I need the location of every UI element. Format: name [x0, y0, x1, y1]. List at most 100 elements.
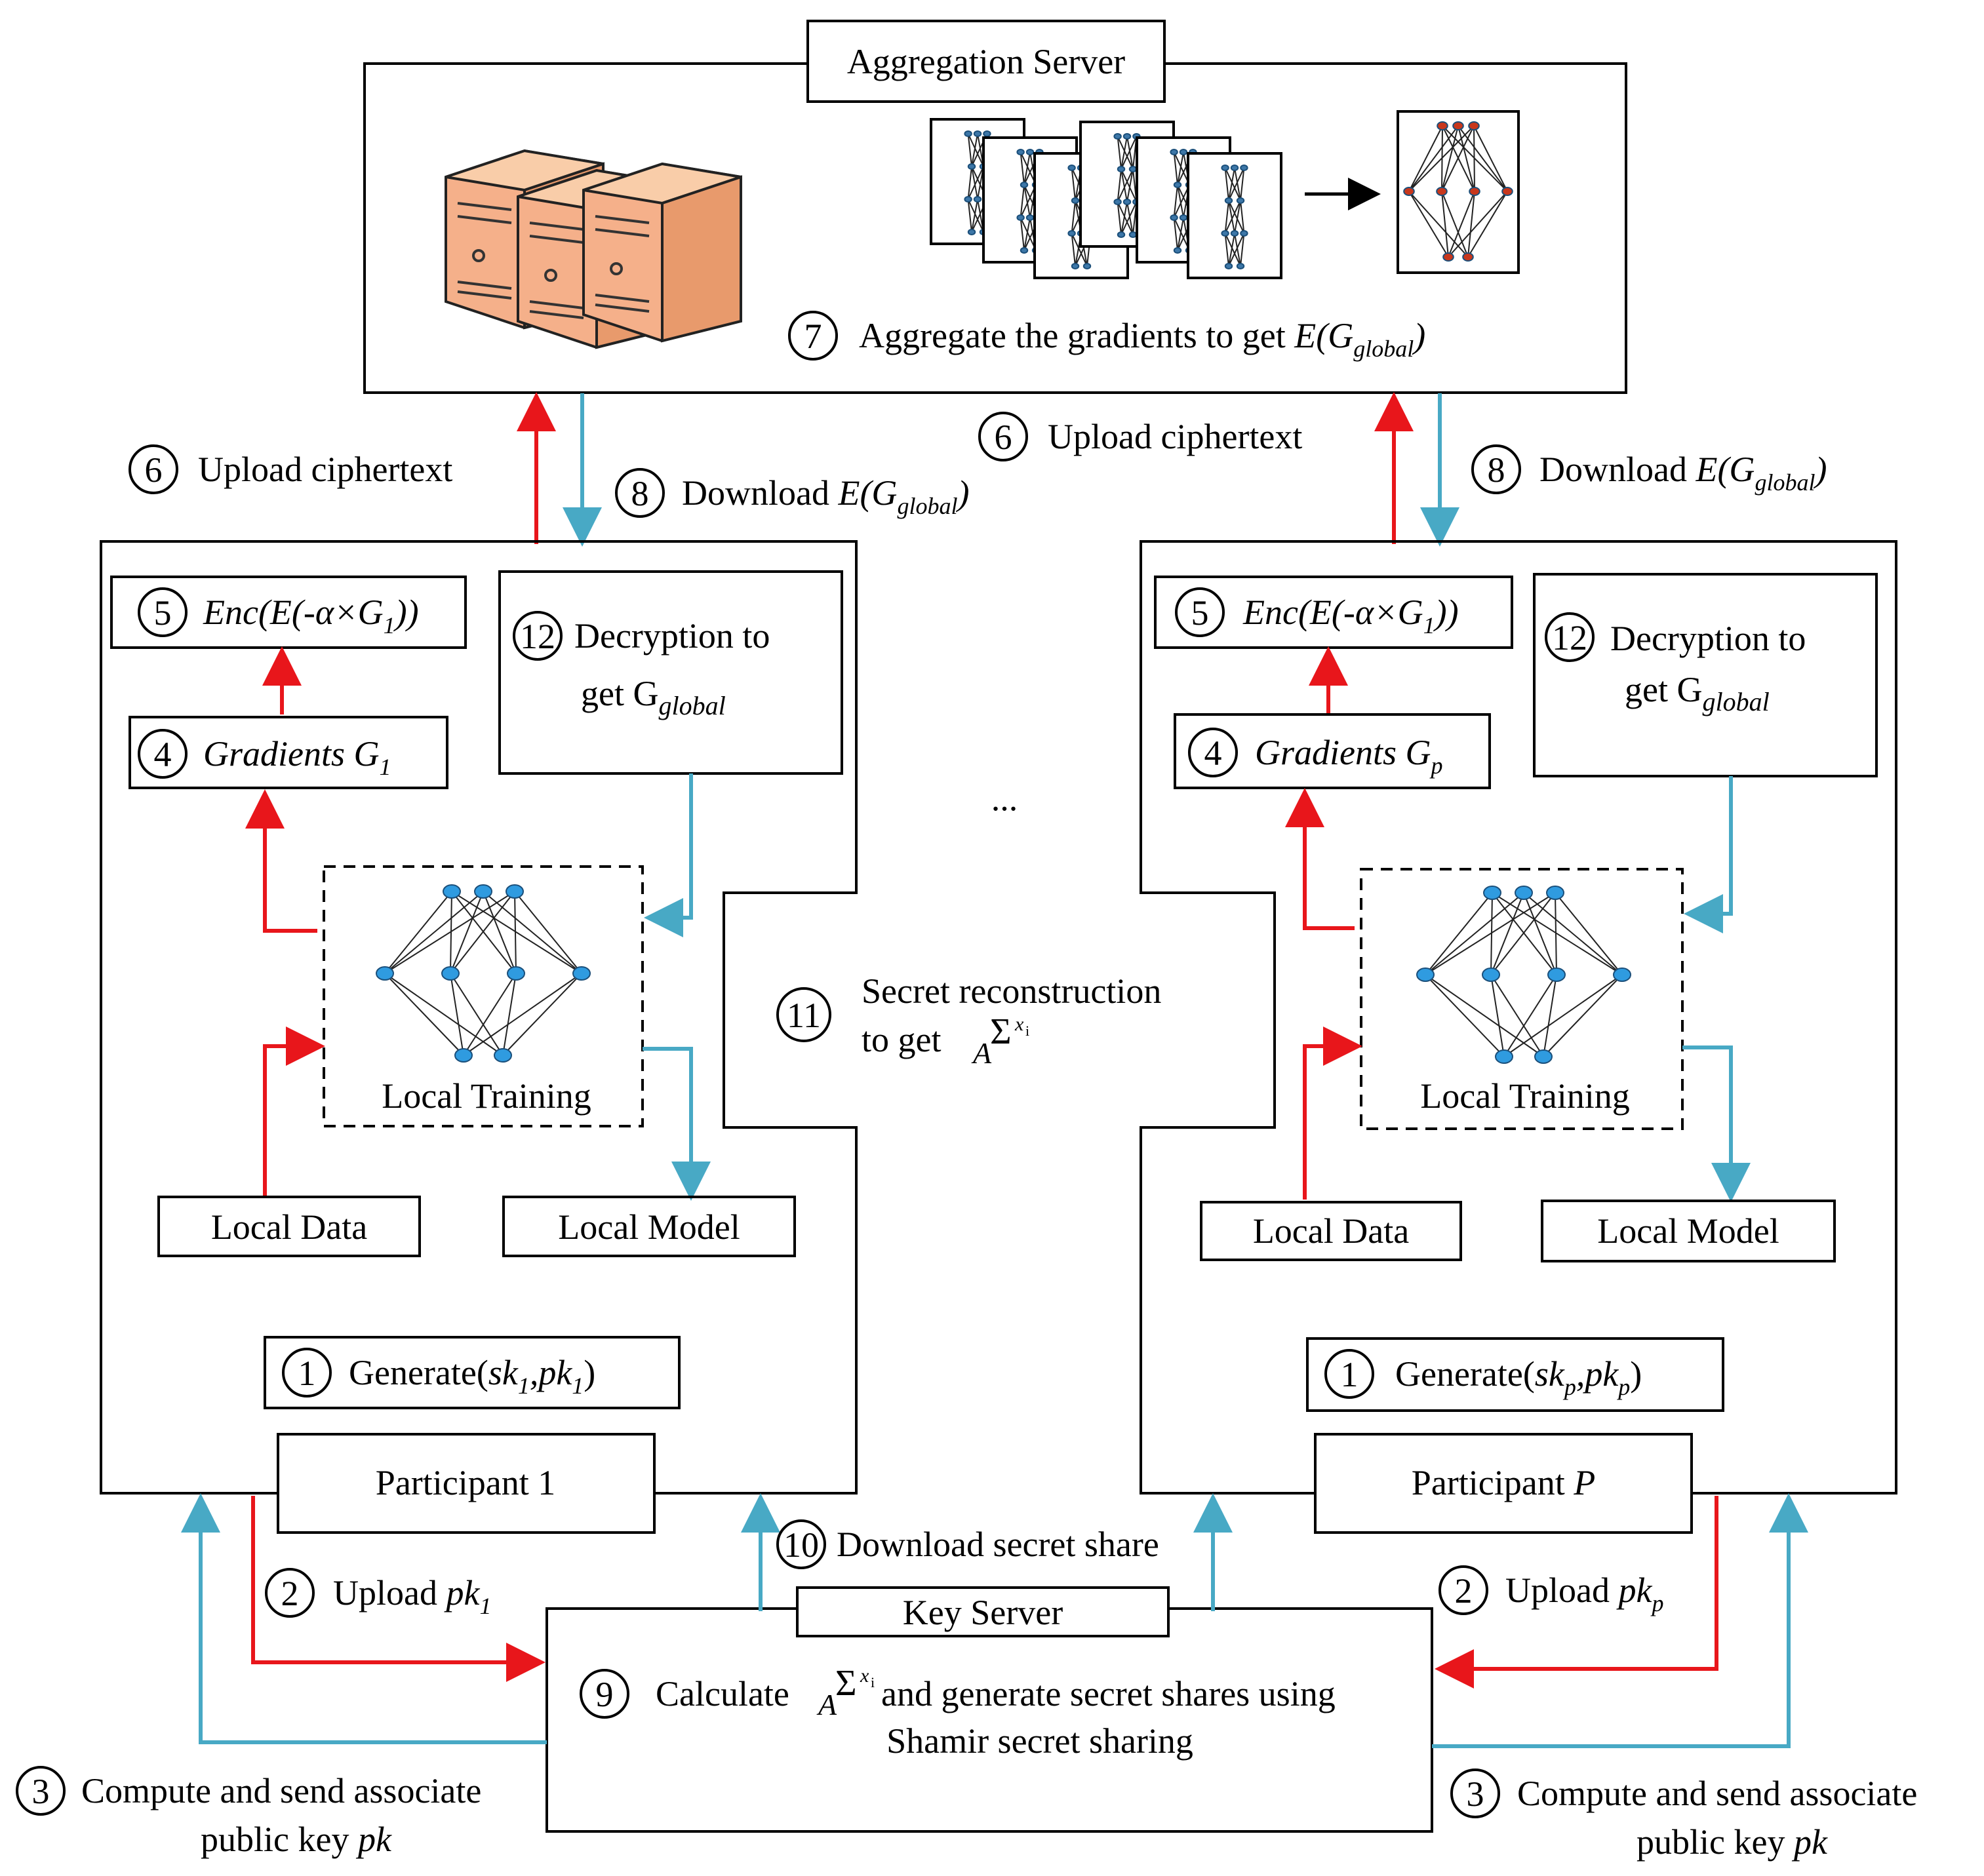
generate-text-p: Generate(skp,pkp) [1395, 1354, 1642, 1400]
aggregation-server-title-box [806, 20, 1166, 103]
local-training-box-p [1360, 868, 1684, 1130]
step-7-circle [788, 311, 838, 361]
enc-text-1: Enc(E(-α×G1)) [203, 593, 419, 638]
gradients-text-p: Gradients Gp [1255, 733, 1443, 779]
key-server-text: Calculate [656, 1674, 789, 1713]
upload-ciphertext-left: 6 Upload ciphertext [129, 444, 452, 494]
aggregate-step-text: Aggregate the gradients to get E(Gglobal… [859, 316, 1425, 362]
svg-text:public key pk: public key pk [201, 1820, 392, 1859]
aggregation-server-title: Aggregation Server [847, 42, 1125, 81]
neural-network-icon [376, 884, 591, 1063]
gradients-text-1: Gradients G1 [203, 734, 391, 780]
local-training-box-1 [323, 865, 644, 1127]
svg-text:6: 6 [995, 418, 1012, 457]
training-to-model-arrow-p [1682, 1045, 1751, 1202]
local-data-box-1 [157, 1196, 421, 1257]
svg-text:3: 3 [32, 1772, 50, 1811]
compute-step-right: 3 Compute and send associate public key … [1450, 1769, 1917, 1862]
key-server-title: Key Server [903, 1593, 1063, 1632]
server-icon [445, 149, 742, 349]
participant-p-outline [1140, 540, 1897, 1495]
ellipsis: ... [991, 779, 1018, 818]
svg-text:Compute and send associate: Compute and send associate [81, 1771, 481, 1810]
svg-text:1: 1 [298, 1354, 316, 1393]
svg-text:public key pk: public key pk [1637, 1822, 1828, 1862]
svg-text:11: 11 [787, 996, 821, 1035]
key-server-box [546, 1607, 1433, 1833]
svg-text:12: 12 [520, 617, 555, 656]
local-model-box-1 [502, 1196, 796, 1257]
compute-pk-arrow-right [1432, 1493, 1808, 1748]
upload-pk-step-right: 2 Upload pkp [1438, 1565, 1663, 1616]
svg-text:2: 2 [1455, 1571, 1473, 1611]
svg-text:x: x [1014, 1013, 1024, 1035]
local-model-box-p [1541, 1200, 1836, 1262]
svg-text:10: 10 [784, 1525, 819, 1565]
svg-text:x: x [860, 1665, 869, 1687]
local-data-label-p: Local Data [1253, 1211, 1409, 1251]
key-server-text-3: Shamir secret sharing [886, 1721, 1193, 1761]
svg-text:6: 6 [145, 450, 163, 490]
svg-text:8: 8 [631, 474, 649, 513]
svg-text:Upload ciphertext: Upload ciphertext [1048, 417, 1302, 456]
compute-pk-arrow-left [181, 1493, 547, 1744]
svg-text:12: 12 [1552, 618, 1587, 657]
svg-text:Download E(Gglobal): Download E(Gglobal) [682, 473, 969, 519]
training-to-model-arrow-1 [643, 1047, 711, 1201]
svg-text:Secret reconstruction: Secret reconstruction [862, 971, 1161, 1011]
training-to-grad-arrow-p [1285, 788, 1355, 930]
upload-pk-arrow-right [1435, 1496, 1718, 1689]
generate-box-1 [264, 1336, 681, 1409]
svg-text:Download secret share: Download secret share [837, 1525, 1159, 1564]
svg-text:Compute and send associate: Compute and send associate [1517, 1774, 1917, 1813]
local-training-label-1: Local Training [382, 1076, 591, 1116]
participant-1-label-box [277, 1433, 656, 1534]
participant-p-label: Participant P [1412, 1463, 1595, 1502]
participant-1: 5 Enc(E(-α×G1)) 4 Gradients G1 12 Decryp… [100, 540, 858, 1534]
svg-text:A: A [971, 1036, 992, 1070]
svg-text:i: i [871, 1674, 875, 1690]
upload-pk-arrow-left [251, 1496, 546, 1682]
local-training-label-p: Local Training [1420, 1076, 1630, 1116]
compute-step-left: 3 Compute and send associate public key … [16, 1766, 481, 1859]
svg-text:A: A [816, 1688, 837, 1721]
svg-text:9: 9 [596, 1675, 614, 1714]
svg-text:2: 2 [281, 1574, 299, 1613]
key-server: Key Server 9 Calculate A Σ x i and gener… [546, 1586, 1433, 1833]
svg-text:3: 3 [1467, 1774, 1484, 1814]
download-global-right: 8 Download E(Gglobal) [1471, 444, 1827, 496]
download-global-left: 8 Download E(Gglobal) [615, 468, 969, 519]
svg-text:Upload pkp: Upload pkp [1505, 1571, 1663, 1616]
svg-text:i: i [1025, 1023, 1029, 1039]
key-server-text-2: and generate secret shares using [881, 1674, 1336, 1713]
participant-p: 5 Enc(E(-α×G1)) 4 Gradients Gp 12 Decryp… [1140, 540, 1897, 1534]
enc-text-p: Enc(E(-α×G1)) [1242, 593, 1459, 638]
local-models-stack-icon [930, 118, 1282, 279]
dec-to-training-arrow-1 [644, 773, 693, 937]
decryption-text-1a: Decryption to [574, 616, 770, 655]
upload-pk-step-left: 2 Upload pk1 [265, 1568, 491, 1619]
generate-text-1: Generate(sk1,pk1) [349, 1353, 595, 1399]
svg-text:Download E(Gglobal): Download E(Gglobal) [1539, 450, 1827, 496]
decryption-text-pb: get Gglobal [1625, 670, 1770, 716]
training-to-grad-arrow-1 [245, 789, 317, 933]
svg-text:4: 4 [154, 735, 172, 774]
svg-text:5: 5 [154, 593, 172, 633]
svg-text:1: 1 [1341, 1355, 1359, 1394]
svg-text:8: 8 [1488, 450, 1505, 490]
svg-text:5: 5 [1191, 593, 1209, 633]
generate-box-p [1306, 1337, 1724, 1412]
data-to-training-arrow-1 [263, 1026, 325, 1196]
svg-text:4: 4 [1204, 733, 1222, 773]
decryption-box-p [1533, 573, 1878, 777]
download-secret-share-step: 10 Download secret share [776, 1519, 1159, 1569]
svg-text:Upload pk1: Upload pk1 [333, 1573, 491, 1619]
global-model-icon [1397, 110, 1520, 274]
participant-1-label: Participant 1 [376, 1463, 555, 1502]
dec-to-training-arrow-p [1684, 776, 1733, 933]
upload-ciphertext-middle: 6 Upload ciphertext [978, 412, 1302, 461]
svg-text:to get: to get [862, 1020, 941, 1059]
local-data-label-1: Local Data [211, 1207, 367, 1247]
gradients-box-1 [129, 716, 448, 789]
